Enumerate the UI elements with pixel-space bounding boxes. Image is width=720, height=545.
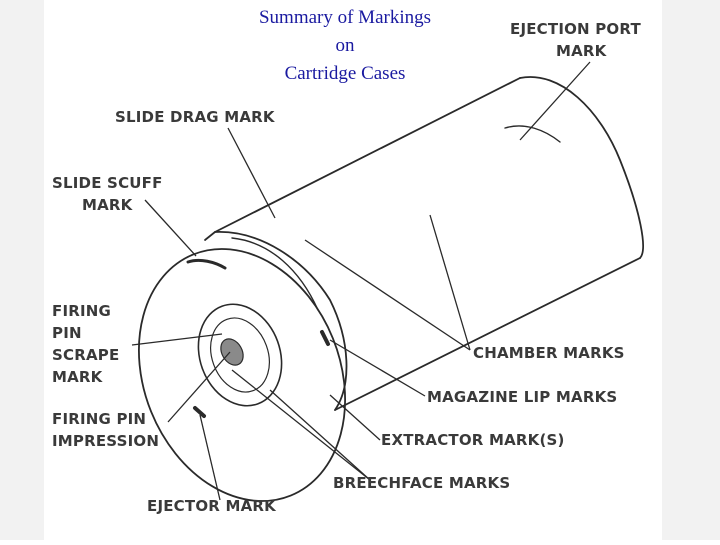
firing-pin-impression-mark: [220, 338, 244, 366]
extractor-groove: [231, 237, 319, 311]
label-firing-pin-impression-1: FIRING PIN: [52, 410, 147, 428]
magazine-lip-mark-dash: [320, 330, 330, 346]
label-slide-scuff-2: MARK: [82, 196, 133, 214]
leader-firing-pin-impression: [167, 351, 231, 423]
leader-slide-scuff: [144, 199, 197, 257]
leader-extractor: [329, 394, 381, 441]
ejector-mark-dash: [193, 406, 206, 418]
rim-outer-edge: [214, 231, 348, 411]
slide-scuff-area: [186, 258, 227, 270]
label-magazine-lip-marks: MAGAZINE LIP MARKS: [427, 388, 618, 406]
rim-front-face: [138, 248, 346, 502]
cylinder-bottom-edge: [334, 257, 641, 411]
right-margin-strip: [662, 0, 720, 540]
title-line-2: on: [335, 35, 355, 56]
leader-ejection-port: [519, 61, 591, 141]
leader-breechface-1: [269, 389, 371, 481]
ejection-port-scratch: [504, 125, 561, 143]
label-extractor-marks: EXTRACTOR MARK(S): [381, 431, 565, 449]
label-ejection-port-2: MARK: [556, 42, 607, 60]
leader-ejector: [199, 414, 221, 501]
label-firing-pin-scrape-4: MARK: [52, 368, 103, 386]
label-ejector-mark: EJECTOR MARK: [147, 497, 276, 515]
label-slide-drag: SLIDE DRAG MARK: [115, 108, 275, 126]
leader-breechface-2: [231, 369, 371, 481]
label-slide-scuff-1: SLIDE SCUFF: [52, 174, 163, 192]
primer-cup: [210, 317, 270, 393]
primer-pocket: [197, 303, 283, 407]
label-chamber-marks: CHAMBER MARKS: [473, 344, 625, 362]
label-firing-pin-scrape-3: SCRAPE: [52, 346, 120, 364]
leader-chamber-2: [304, 239, 471, 351]
label-firing-pin-impression-2: IMPRESSION: [52, 432, 160, 450]
cylinder-top-edge: [214, 77, 521, 233]
leader-slide-drag: [227, 127, 276, 219]
leader-magazine-lip: [329, 339, 426, 397]
left-margin-strip: [0, 0, 44, 540]
leader-firing-pin-scrape: [131, 333, 223, 346]
label-ejection-port-1: EJECTION PORT: [510, 20, 641, 38]
label-breechface-marks: BREECHFACE MARKS: [333, 474, 511, 492]
title-line-1: Summary of Markings: [258, 7, 432, 28]
leader-chamber-1: [429, 214, 471, 351]
label-firing-pin-scrape-1: FIRING: [52, 302, 112, 320]
title-line-3: Cartridge Cases: [284, 63, 406, 84]
label-firing-pin-scrape-2: PIN: [52, 324, 82, 342]
rim-notch: [204, 231, 216, 241]
cylinder-far-end: [519, 76, 644, 259]
